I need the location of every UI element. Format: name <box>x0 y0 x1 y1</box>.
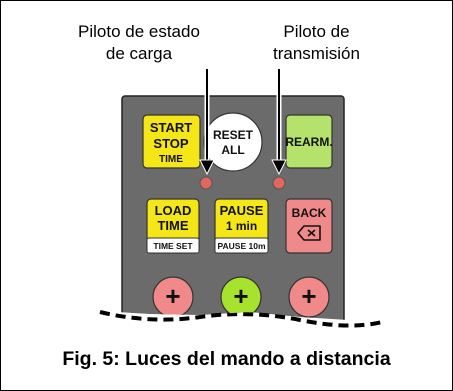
stop-label: STOP <box>153 136 188 151</box>
break-line <box>99 310 383 328</box>
pause-1min-label: 1 min <box>226 219 257 233</box>
back-label: BACK <box>292 206 327 220</box>
figure-caption: Fig. 5: Luces del mando a distancia <box>62 348 391 370</box>
back-button[interactable]: BACK <box>285 198 333 254</box>
pause-10m-label: PAUSE 10m <box>217 241 265 251</box>
load-time-button[interactable]: LOAD TIME TIME SET <box>146 198 200 254</box>
rearm-label: REARM. <box>285 135 332 149</box>
reset-label: RESET <box>213 128 254 142</box>
charge-callout-line1: Piloto de estado <box>78 22 200 41</box>
plus-button-left[interactable]: + <box>152 276 194 318</box>
transmission-callout-arrow <box>271 69 287 176</box>
start-stop-button[interactable]: START STOP TIME <box>142 114 201 169</box>
transmission-callout-line2: transmisión <box>273 44 360 63</box>
plus-button-center[interactable]: + <box>220 276 262 318</box>
plus-icon: + <box>233 281 248 311</box>
plus-button-right[interactable]: + <box>288 276 330 318</box>
charge-callout-line2: de carga <box>105 44 173 63</box>
all-label: ALL <box>221 143 244 157</box>
start-label: START <box>150 120 192 135</box>
charge-status-callout: Piloto de estado de carga <box>78 21 200 65</box>
pause-label: PAUSE <box>220 203 264 218</box>
pause-button[interactable]: PAUSE 1 min PAUSE 10m <box>214 198 269 254</box>
time-set-label: TIME SET <box>153 241 193 251</box>
transmission-callout-line1: Piloto de <box>283 22 350 41</box>
rearm-button[interactable]: REARM. <box>285 114 333 169</box>
load-label: LOAD <box>155 203 192 218</box>
plus-icon: + <box>301 281 316 311</box>
load-time-label: TIME <box>157 218 188 233</box>
charge-callout-arrow <box>199 69 215 176</box>
backspace-icon <box>297 225 321 241</box>
reset-all-button[interactable]: RESET ALL <box>203 112 263 172</box>
transmission-led <box>272 176 286 190</box>
plus-icon: + <box>165 281 180 311</box>
time-label: TIME <box>159 154 183 165</box>
transmission-callout: Piloto de transmisión <box>273 21 360 65</box>
charge-status-led <box>199 176 213 190</box>
